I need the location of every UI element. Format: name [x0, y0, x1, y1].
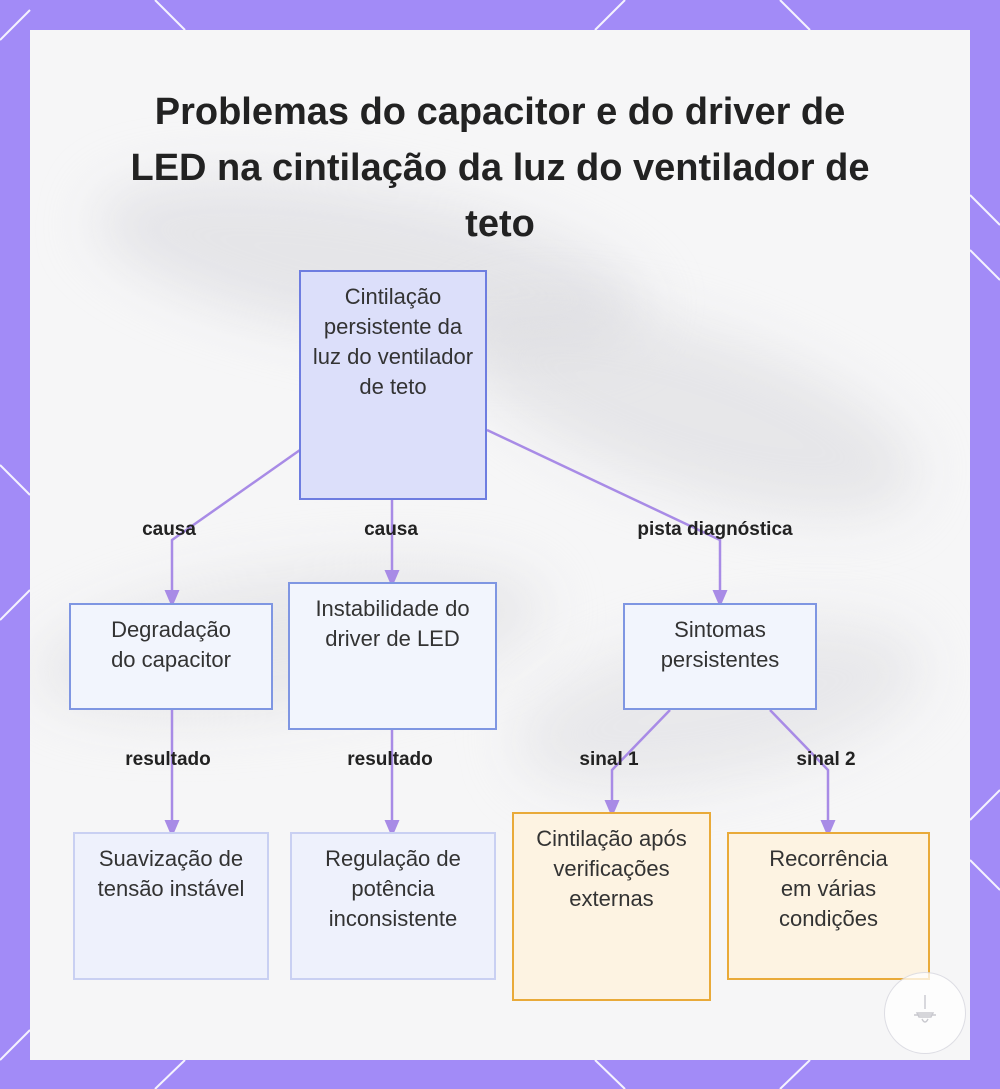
edge-label-pista-diagnostica: pista diagnóstica [637, 519, 793, 540]
node-cintilacao-apos: Cintilação após verificações externas [512, 812, 711, 1001]
node-regulacao-label: Regulação de potência inconsistente [325, 846, 461, 931]
watermark-badge [884, 972, 966, 1054]
connector-sintomas-recorrencia [769, 709, 836, 838]
node-root: Cintilação persistente da luz do ventila… [299, 270, 487, 500]
node-capacitor-label: Degradação do capacitor [111, 617, 231, 672]
node-sintomas-label: Sintomas persistentes [660, 617, 780, 672]
node-recorrencia: Recorrência em várias condições [727, 832, 930, 980]
node-regulacao: Regulação de potência inconsistente [290, 832, 496, 980]
node-suavizacao-label: Suavização de tensão instável [97, 846, 245, 901]
node-cintilacao-apos-label: Cintilação após verificações externas [536, 826, 687, 911]
edge-label-resultado-1: resultado [125, 749, 211, 770]
node-capacitor: Degradação do capacitor [69, 603, 273, 710]
ceiling-fan-icon [914, 995, 936, 1023]
node-driver: Instabilidade do driver de LED [288, 582, 497, 730]
edge-label-causa-2: causa [364, 519, 418, 540]
edge-label-sinal-2: sinal 2 [796, 749, 856, 770]
edge-label-resultado-2: resultado [347, 749, 433, 770]
edge-label-sinal-1: sinal 1 [579, 749, 639, 770]
page-title: Problemas do capacitor e do driver de LE… [130, 91, 870, 245]
node-recorrencia-label: Recorrência em várias condições [769, 846, 888, 931]
node-sintomas: Sintomas persistentes [623, 603, 817, 710]
node-suavizacao: Suavização de tensão instável [73, 832, 269, 980]
connector-root-sintomas [486, 428, 728, 608]
node-root-label: Cintilação persistente da luz do ventila… [312, 284, 474, 399]
node-driver-label: Instabilidade do driver de LED [315, 596, 470, 651]
edge-label-causa-1: causa [142, 519, 196, 540]
connector-root-capacitor [164, 448, 301, 608]
connector-sintomas-cintilacao [604, 709, 671, 818]
